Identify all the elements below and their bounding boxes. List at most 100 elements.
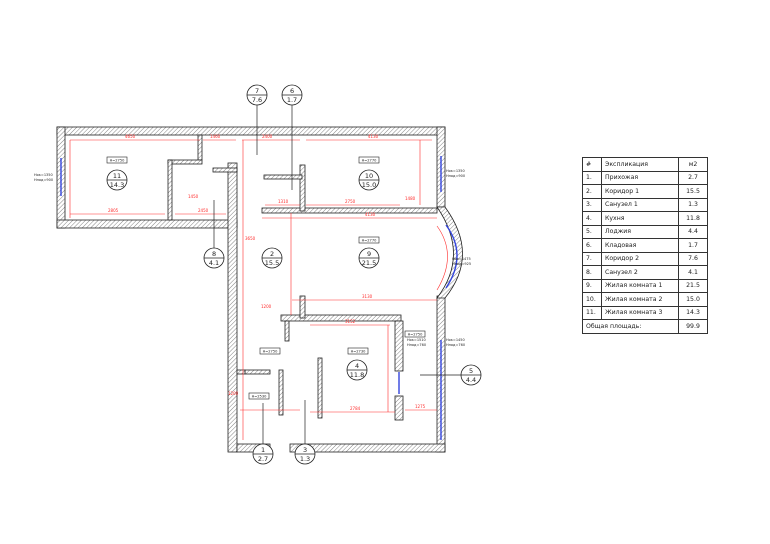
dim-label: 2784: [350, 406, 361, 411]
svg-text:Н=2770: Н=2770: [362, 159, 378, 163]
height-tag: Н=2730: [347, 347, 369, 355]
svg-text:5: 5: [469, 367, 473, 375]
dim-label: 2450: [198, 208, 209, 213]
svg-text:3: 3: [303, 446, 307, 454]
window-note: Нпод=900: [446, 174, 465, 178]
svg-text:Н=2750: Н=2750: [263, 350, 279, 354]
room-marker-3: 31.3: [294, 443, 316, 465]
height-tags: Н=2750 Н=2770 Н=2770 Н=2750 Н=2730 Н=253…: [106, 156, 426, 400]
svg-text:1: 1: [261, 446, 265, 454]
dim-label: 2400: [262, 134, 273, 139]
dim-label: 3152: [345, 319, 356, 324]
window-notes: Нок=1350 Нпод=900 Нок=1350 Нпод=900 Нок=…: [34, 169, 471, 347]
dim-label: 4130: [368, 134, 379, 139]
window-note: Нок=1475: [452, 257, 471, 261]
header-name: Экспликация: [601, 157, 679, 172]
svg-text:Н=2750: Н=2750: [110, 159, 126, 163]
dim-label: 1460: [210, 134, 221, 139]
svg-text:7.6: 7.6: [252, 96, 262, 104]
height-tag: Н=2750: [404, 330, 426, 338]
room-marker-1: 12.7: [252, 443, 274, 465]
windows: [60, 156, 458, 440]
room-marker-6: 61.7: [281, 84, 303, 106]
svg-text:8: 8: [212, 250, 216, 258]
dim-label: 4650: [125, 134, 136, 139]
svg-text:2.7: 2.7: [258, 455, 268, 463]
window-note: Нок=1450: [446, 338, 465, 342]
window-note: Нок=1350: [446, 169, 465, 173]
svg-text:Н=2770: Н=2770: [362, 239, 378, 243]
leader-lines: [213, 105, 461, 444]
svg-text:11: 11: [113, 172, 121, 180]
dim-label: 3130: [362, 294, 373, 299]
dim-label: 1200: [261, 304, 272, 309]
dimension-lines: [69, 139, 437, 440]
svg-text:15.5: 15.5: [265, 259, 279, 267]
room-marker-5: 54.4: [460, 364, 482, 386]
header-num: #: [582, 157, 602, 172]
svg-text:2: 2: [270, 250, 274, 258]
dim-label: 1450: [188, 194, 199, 199]
room-marker-8: 84.1: [203, 247, 225, 269]
window-note: Нпод=760: [446, 343, 465, 347]
table-header-row: # Экспликация м2: [582, 157, 708, 172]
window-note: Нпод=760: [407, 343, 426, 347]
svg-text:15.0: 15.0: [362, 181, 376, 189]
svg-text:Н=2730: Н=2730: [351, 350, 367, 354]
window-note: Нпод=925: [452, 262, 471, 266]
room-marker-7: 77.6: [246, 84, 268, 106]
svg-text:1.7: 1.7: [287, 96, 297, 104]
svg-text:14.3: 14.3: [110, 181, 124, 189]
room-marker-2: 215.5: [261, 247, 283, 269]
dim-label: 2750: [345, 199, 356, 204]
header-area: м2: [678, 157, 708, 172]
dim-label: 1480: [405, 196, 416, 201]
total-label: Общая площадь:: [582, 319, 679, 334]
svg-text:1.3: 1.3: [300, 455, 310, 463]
height-tag: Н=2750: [106, 156, 128, 164]
room-marker-9: 921.5: [358, 247, 380, 269]
window-note: Нок=1350: [34, 173, 53, 177]
svg-text:10: 10: [365, 172, 373, 180]
dim-label: 4130: [365, 212, 376, 217]
table-total-row: Общая площадь: 99.9: [582, 319, 708, 334]
svg-text:11.8: 11.8: [350, 371, 364, 379]
dim-label: 1275: [415, 404, 426, 409]
svg-text:4.1: 4.1: [209, 259, 219, 267]
room-marker-4: 411.8: [346, 359, 368, 381]
svg-text:4.4: 4.4: [466, 376, 476, 384]
dim-label: 1310: [278, 199, 289, 204]
total-value: 99.9: [678, 319, 708, 334]
dimension-labels: 4650 1460 2400 4130 2805 2450 1310 1200 …: [108, 134, 426, 411]
svg-text:6: 6: [290, 87, 294, 95]
svg-text:21.5: 21.5: [362, 259, 376, 267]
svg-text:4: 4: [355, 362, 359, 370]
svg-text:Н=2530: Н=2530: [252, 395, 268, 399]
height-tag: Н=2770: [358, 236, 380, 244]
svg-text:9: 9: [367, 250, 371, 258]
dim-label: 2805: [108, 208, 119, 213]
window-note: Нпод=900: [34, 178, 53, 182]
height-tag: Н=2530: [248, 392, 270, 400]
dim-label: 1200: [228, 391, 239, 396]
svg-text:7: 7: [255, 87, 259, 95]
dim-label: 3650: [245, 236, 256, 241]
height-tag: Н=2770: [358, 156, 380, 164]
window-note: Нок=1510: [407, 338, 426, 342]
